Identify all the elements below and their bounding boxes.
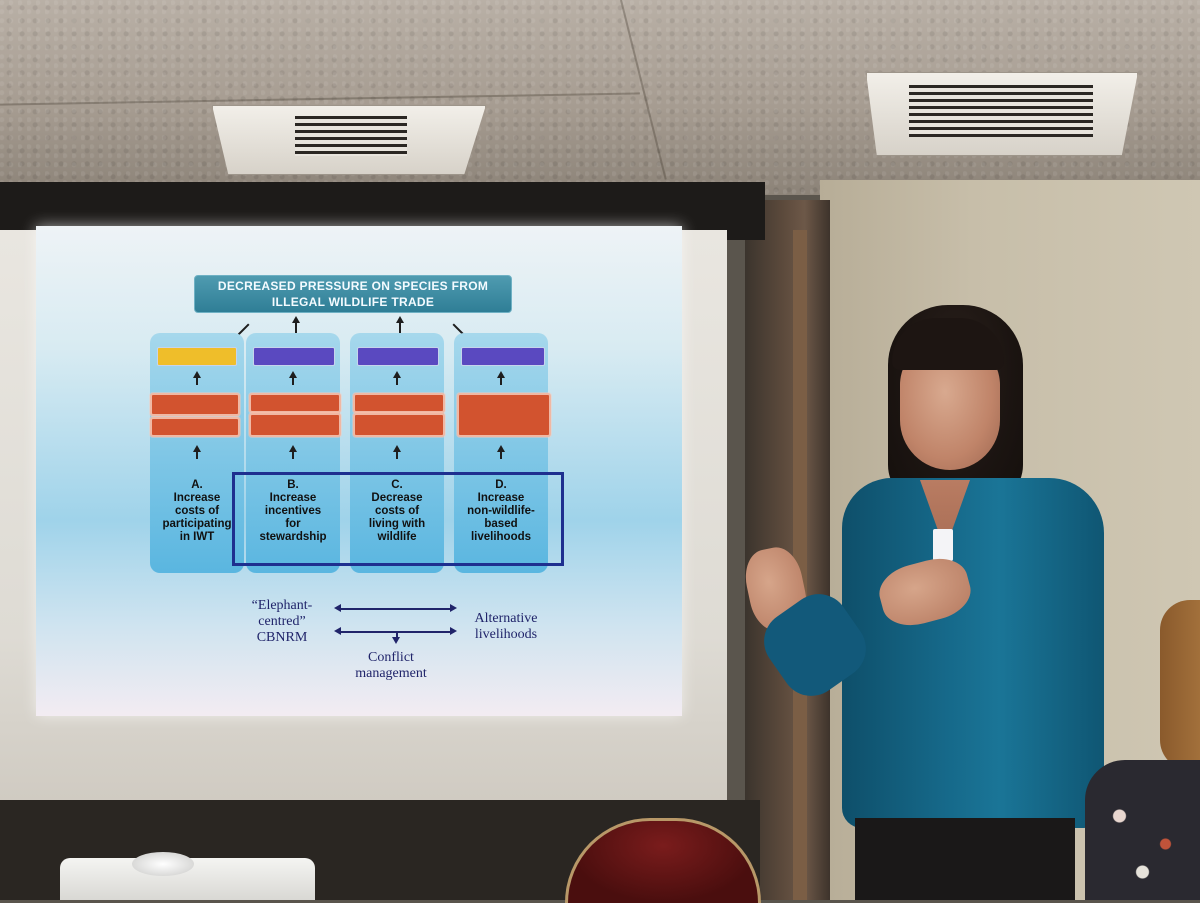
arrow-icon: [289, 445, 297, 452]
column-line: costs of: [374, 505, 420, 517]
mechanism-bar: [249, 393, 341, 413]
caption-line: centred”: [258, 614, 306, 629]
column-line: non-wildlife-: [467, 505, 535, 517]
caption-cbnrm: “Elephant- centred” CBNRM: [242, 598, 322, 646]
arrow-c-stem: [399, 322, 401, 342]
column-line: wildlife: [377, 531, 417, 543]
arrow-icon: [393, 371, 401, 378]
highlight-frame: [232, 472, 564, 566]
outcome-bar: [461, 347, 545, 366]
mechanism-bar: [150, 393, 240, 416]
arrow-icon: [497, 445, 505, 452]
arrow-b-to-goal: [292, 316, 300, 323]
arrow-b-stem: [295, 322, 297, 342]
name-badge: [933, 529, 953, 561]
vent-slats: [295, 116, 407, 156]
column-letter: D.: [495, 479, 507, 491]
column-b: B. Increase incentives for stewardship: [246, 333, 341, 573]
caption-line: livelihoods: [474, 627, 538, 642]
arrow-stem: [292, 377, 294, 385]
column-a-label: A. Increase costs of participating in IW…: [150, 479, 244, 544]
audience-member: [1085, 760, 1200, 900]
outcome-bar: [253, 347, 335, 366]
goal-box: DECREASED PRESSURE ON SPECIES FROM ILLEG…: [194, 275, 512, 313]
column-a: A. Increase costs of participating in IW…: [150, 333, 244, 573]
column-line: in IWT: [179, 531, 215, 543]
arrow-icon: [289, 371, 297, 378]
arrow-stem: [196, 377, 198, 385]
audience-member-hair: [1160, 600, 1200, 770]
arrow-icon: [393, 445, 401, 452]
caption-line: CBNRM: [256, 630, 308, 645]
mechanism-bar: [353, 413, 445, 437]
arrow-stem: [396, 377, 398, 385]
outcome-bar: [157, 347, 237, 366]
mechanism-bar: [150, 417, 240, 437]
arrow-icon: [193, 371, 201, 378]
arrow-tip-right-icon: [450, 627, 457, 635]
down-arrow-tip-icon: [392, 637, 400, 644]
projector-lens: [132, 852, 194, 876]
column-d: D. Increase non-wildlife- based liveliho…: [454, 333, 551, 573]
column-line: participating: [162, 518, 232, 530]
arrow-icon: [193, 445, 201, 452]
column-line: costs of: [174, 505, 220, 517]
presenter-pants: [855, 818, 1075, 900]
caption-alternative-livelihoods: Alternative livelihoods: [456, 611, 556, 643]
mechanism-bar: [353, 393, 445, 413]
door-trim: [793, 230, 807, 900]
caption-conflict-management: Conflict management: [336, 650, 446, 682]
vent-slats: [909, 85, 1093, 137]
column-b-label: B. Increase incentives for stewardship: [246, 479, 340, 544]
arrow-stem: [500, 377, 502, 385]
arrow-tip-right-icon: [450, 604, 457, 612]
column-c-label: C. Decrease costs of living with wildlif…: [350, 479, 444, 544]
column-line: stewardship: [259, 531, 327, 543]
arrow-tip-left-icon: [334, 604, 341, 612]
mechanism-bar: [457, 393, 551, 437]
presenter-shirt: [842, 478, 1104, 828]
mechanism-bar: [249, 413, 341, 437]
goal-line-1: DECREASED PRESSURE ON SPECIES FROM: [217, 279, 489, 293]
arrow-stem: [500, 451, 502, 459]
column-c: C. Decrease costs of living with wildlif…: [350, 333, 445, 573]
caption-line: management: [355, 666, 427, 681]
column-line: Increase: [269, 492, 317, 504]
arrow-stem: [396, 451, 398, 459]
column-d-label: D. Increase non-wildlife- based liveliho…: [454, 479, 548, 544]
arrow-stem: [196, 451, 198, 459]
projected-slide: DECREASED PRESSURE ON SPECIES FROM ILLEG…: [36, 226, 682, 716]
presenter-hair-fringe: [892, 318, 1004, 370]
ceiling-vent-left: [212, 105, 486, 175]
double-arrow-top: [340, 608, 452, 610]
column-line: based: [484, 518, 518, 530]
column-letter: B.: [287, 479, 299, 491]
column-line: incentives: [264, 505, 322, 517]
outcome-bar: [357, 347, 439, 366]
goal-line-2: ILLEGAL WILDLIFE TRADE: [271, 295, 435, 309]
column-line: Increase: [173, 492, 221, 504]
arrow-tip-left-icon: [334, 627, 341, 635]
column-line: living with: [368, 518, 426, 530]
column-line: Increase: [477, 492, 525, 504]
column-line: for: [285, 518, 301, 530]
caption-line: Alternative: [474, 611, 538, 626]
down-arrow-stem: [396, 631, 398, 639]
arrow-icon: [497, 371, 505, 378]
ceiling-vent-right: [866, 72, 1138, 156]
caption-line: Conflict: [368, 650, 414, 665]
column-letter: A.: [191, 479, 203, 491]
door-frame: [745, 200, 830, 900]
caption-line: “Elephant-: [251, 598, 313, 613]
column-line: Decrease: [371, 492, 423, 504]
column-line: livelihoods: [470, 531, 532, 543]
arrow-stem: [292, 451, 294, 459]
column-letter: C.: [391, 479, 403, 491]
arrow-c-to-goal: [396, 316, 404, 323]
